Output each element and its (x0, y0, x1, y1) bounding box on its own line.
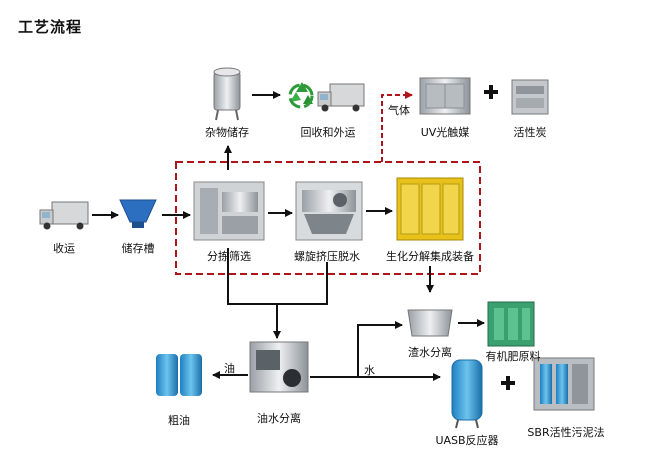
flow-label-gas: 气体 (388, 104, 410, 117)
sbr-unit-image (533, 357, 595, 411)
flow-label-oil: 油 (224, 362, 235, 375)
label-crude-oil: 粗油 (168, 414, 190, 427)
crude-oil-tank-image (156, 354, 202, 396)
flow-label-water: 水 (364, 364, 375, 377)
oil-water-separator-image (249, 341, 309, 393)
plus-icon (484, 85, 498, 99)
arrow-water-to-slag (357, 321, 403, 377)
label-collect: 收运 (53, 242, 75, 255)
label-storage-tank: 储存槽 (121, 242, 155, 255)
uv-unit-image (419, 77, 471, 115)
carbon-unit-image (511, 79, 549, 115)
label-uv: UV光触媒 (420, 126, 470, 139)
label-oil-water: 油水分离 (257, 412, 301, 425)
label-slag-water: 渣水分离 (408, 346, 452, 359)
fertilizer-machine-image (487, 301, 535, 347)
label-activated-carbon: 活性炭 (513, 126, 547, 139)
uasb-reactor-image (451, 359, 483, 429)
label-screw-press: 螺旋挤压脱水 (294, 250, 360, 263)
label-recycle: 回收和外运 (300, 126, 356, 139)
label-fertilizer: 有机肥原料 (485, 350, 541, 363)
label-biochem: 生化分解集成装备 (386, 250, 474, 263)
label-uasb: UASB反应器 (435, 434, 499, 447)
label-sbr: SBR活性污泥法 (527, 426, 605, 439)
hopper-icon (119, 199, 157, 228)
recycle-icon (288, 82, 314, 109)
truck-icon (39, 201, 89, 230)
screw-press-image (295, 181, 363, 241)
label-sorting: 分拣筛选 (207, 250, 251, 263)
biochem-equipment-image (396, 177, 464, 241)
gas-flow-arrow (381, 91, 413, 162)
plus-icon-2 (501, 376, 515, 390)
label-debris-storage: 杂物储存 (205, 126, 249, 139)
slag-separator-image (407, 309, 453, 337)
sorting-machine-image (193, 181, 265, 241)
debris-tank-image (213, 67, 241, 121)
page-title: 工艺流程 (18, 18, 83, 36)
truck-recycle-icon (317, 83, 365, 112)
